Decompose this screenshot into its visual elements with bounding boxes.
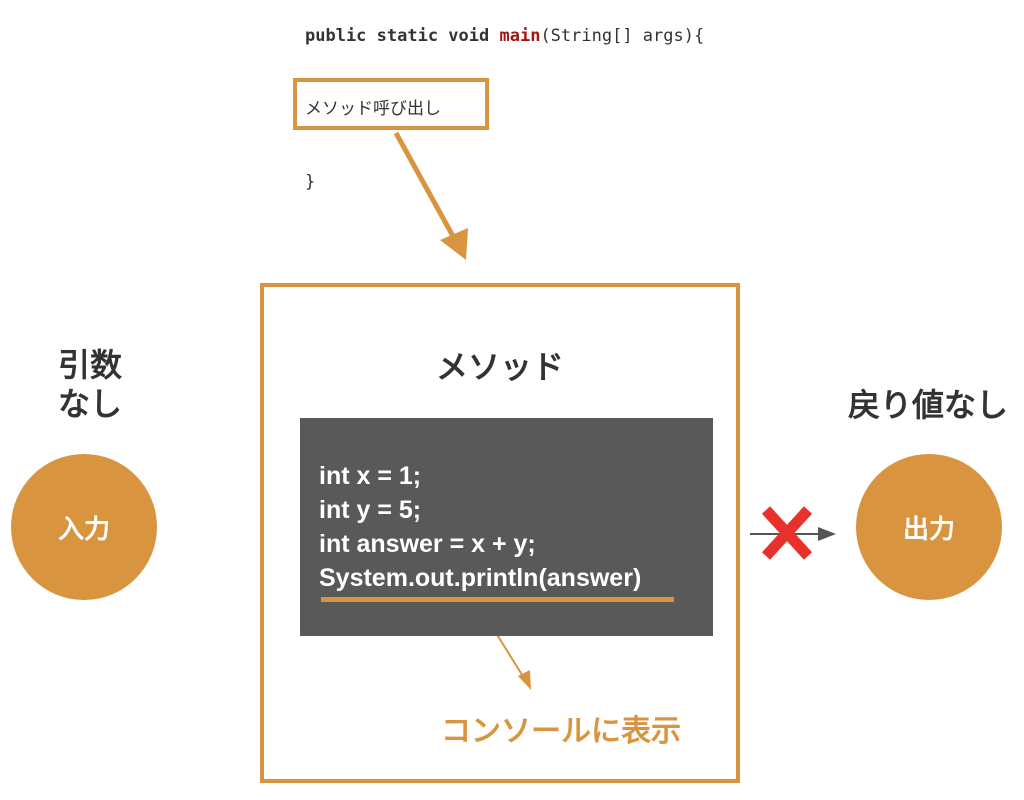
signature-params: (String[] args){ xyxy=(540,26,705,46)
signature-keywords: public static void xyxy=(305,26,490,46)
code-line-1: int x = 1; xyxy=(319,462,422,490)
input-circle-label: 入力 xyxy=(57,514,110,545)
output-circle-label: 出力 xyxy=(902,514,955,545)
code-line-4: System.out.println(answer) xyxy=(319,564,642,592)
main-signature: public static void main(String[] args){ xyxy=(305,26,704,46)
input-label-line2: なし xyxy=(58,385,123,423)
code-line-3: int answer = x + y; xyxy=(319,530,536,558)
method-call-label: メソッド呼び出し xyxy=(305,99,441,119)
call-arrow-head xyxy=(440,228,468,260)
method-call-box xyxy=(293,78,489,130)
output-label: 戻り値なし xyxy=(848,386,1009,424)
method-code-panel: int x = 1; int y = 5; int answer = x + y… xyxy=(300,418,713,636)
output-circle: 出力 xyxy=(856,454,1002,600)
call-arrow-line xyxy=(393,131,457,240)
method-frame xyxy=(260,283,740,783)
signature-method-name: main xyxy=(499,26,541,46)
cross-icon xyxy=(761,506,813,560)
console-arrow-head xyxy=(518,670,531,690)
code-line-2: int y = 5; xyxy=(319,496,422,524)
input-label-line1: 引数 xyxy=(58,346,123,384)
output-arrow-head xyxy=(818,527,836,541)
method-title: メソッド xyxy=(435,348,564,386)
input-circle: 入力 xyxy=(11,454,157,600)
println-underline xyxy=(321,597,674,602)
console-label: コンソールに表示 xyxy=(441,714,681,749)
closing-brace: } xyxy=(305,172,316,192)
